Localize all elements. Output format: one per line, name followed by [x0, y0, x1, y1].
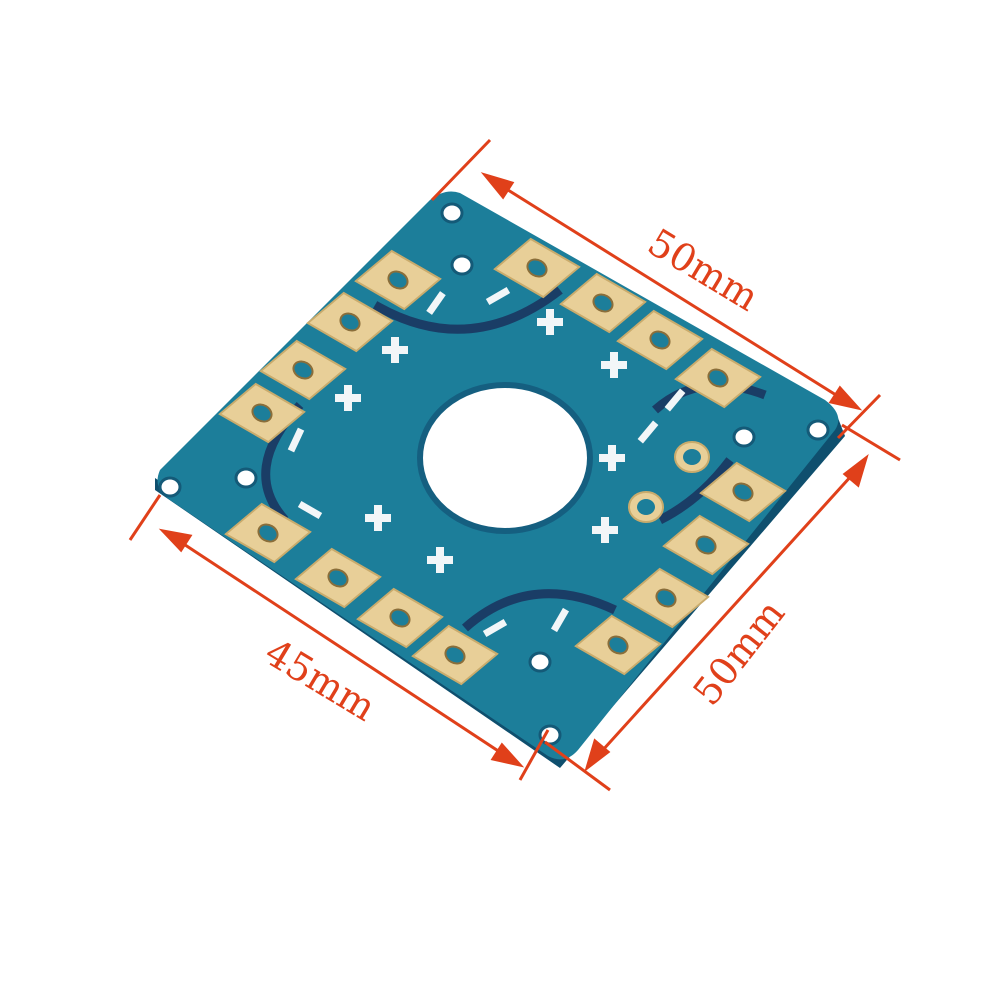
- minus-icon: [287, 427, 305, 453]
- minus-icon: [297, 500, 323, 520]
- plus-icon: [382, 337, 408, 363]
- solder-pad: [306, 291, 394, 353]
- minus-icon: [664, 388, 686, 412]
- solder-pad: [356, 587, 444, 649]
- mounting-hole: [732, 426, 756, 448]
- minus-icon: [482, 618, 508, 638]
- solder-pad: [574, 614, 662, 676]
- solder-pad: [616, 309, 704, 371]
- minus-icon: [485, 286, 511, 306]
- mounting-hole: [234, 467, 258, 489]
- mounting-hole: [440, 202, 464, 224]
- solder-pad: [224, 502, 312, 564]
- plus-icon: [335, 385, 361, 411]
- mounting-hole: [528, 651, 552, 673]
- plus-icon: [365, 505, 391, 531]
- dimension-annotations: [128, 138, 901, 792]
- solder-pad: [674, 347, 762, 409]
- silkscreen-marks: [287, 286, 686, 638]
- arrowhead: [480, 172, 515, 200]
- solder-pad: [662, 514, 750, 576]
- minus-icon: [637, 420, 659, 444]
- extension-line: [841, 423, 901, 462]
- solder-pad: [218, 382, 306, 444]
- plus-icon: [599, 445, 625, 471]
- extension-line: [544, 740, 611, 792]
- plus-icon: [427, 547, 453, 573]
- extension-line: [518, 729, 550, 781]
- solder-pad: [699, 461, 787, 523]
- through-hole-ring: [628, 491, 664, 523]
- plus-icon: [537, 309, 563, 335]
- mounting-holes: [158, 202, 830, 746]
- mounting-hole: [806, 419, 830, 441]
- arrowhead: [828, 385, 863, 411]
- extension-line: [430, 138, 492, 202]
- center-hole: [417, 382, 593, 534]
- solder-pads: [218, 237, 787, 686]
- pcb-board-edge: [155, 418, 845, 768]
- through-hole-ring: [674, 441, 710, 473]
- arrowhead: [158, 528, 193, 553]
- dimension-arrow-right: [590, 462, 864, 764]
- plus-icon: [592, 517, 618, 543]
- solder-pad: [622, 567, 710, 629]
- dimension-arrow-top: [491, 178, 853, 407]
- extension-line: [128, 494, 162, 541]
- plus-icon: [601, 352, 627, 378]
- solder-pad: [411, 624, 499, 686]
- dimension-label-left: 45mm: [257, 630, 383, 730]
- solder-pad: [259, 339, 347, 401]
- dimension-label-top: 50mm: [640, 220, 766, 320]
- solder-pad: [354, 249, 442, 311]
- minus-icon: [550, 607, 570, 633]
- dimension-label-right: 50mm: [684, 592, 793, 714]
- minus-icon: [426, 291, 446, 315]
- solder-pad: [294, 547, 382, 609]
- extension-line: [836, 393, 882, 440]
- mounting-hole: [450, 254, 474, 276]
- arrowhead: [842, 454, 869, 488]
- arrowhead: [490, 742, 525, 768]
- mounting-hole: [158, 476, 182, 498]
- dimension-arrow-left: [169, 533, 513, 762]
- arrowhead: [584, 738, 611, 772]
- solder-pad: [493, 237, 581, 299]
- solder-pad: [559, 272, 647, 334]
